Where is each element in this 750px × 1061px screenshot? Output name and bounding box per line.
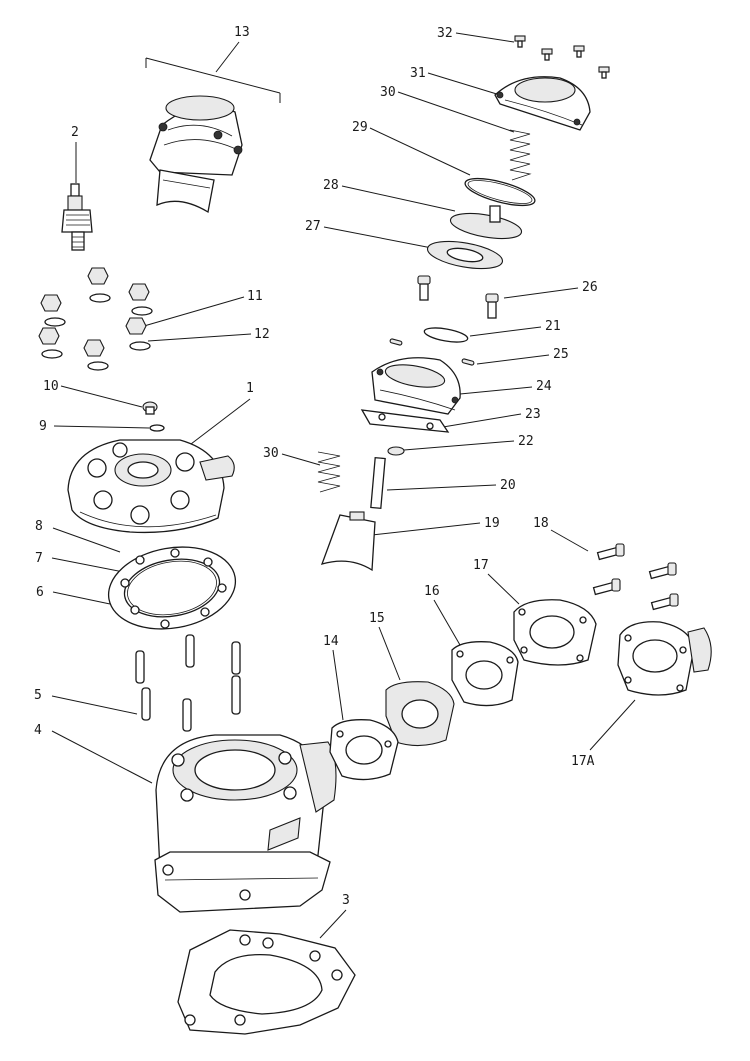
callout-24: 24 [536,379,552,394]
part-17-intake-manifold [513,599,597,666]
callout-26: 26 [582,280,598,295]
callout-9: 9 [39,419,47,434]
callout-29: 29 [352,120,368,135]
part-1-cylinder-head [67,439,235,534]
callout-labels: 13 2 32 31 30 29 28 27 26 11 12 21 25 24… [34,25,598,908]
part-11-12-nuts-washers [38,267,153,371]
callout-21: 21 [545,319,561,334]
callout-27: 27 [305,219,321,234]
part-18-bolts [592,543,679,611]
callout-31: 31 [410,66,426,81]
part-24-valve-housing [371,357,461,415]
callout-15: 15 [369,611,385,626]
callout-17a: 17A [571,754,595,769]
part-28-diaphragm [449,205,523,240]
part-23-gasket [360,409,450,433]
callout-12: 12 [254,327,270,342]
part-9-10-bolt-washer [142,401,165,432]
callout-18: 18 [533,516,549,531]
callout-2: 2 [71,125,79,140]
callout-30-upper: 30 [380,85,396,100]
callout-20: 20 [500,478,516,493]
callout-23: 23 [525,407,541,422]
callout-11: 11 [247,289,263,304]
callout-4: 4 [34,723,42,738]
callout-25: 25 [553,347,569,362]
part-26-bolts [417,275,499,319]
part-16-spacer [451,641,519,707]
callout-28: 28 [323,178,339,193]
part-14-gasket [329,719,399,781]
callout-6: 6 [36,585,44,600]
callout-1: 1 [246,381,254,396]
callout-10: 10 [43,379,59,394]
part-19-valve-blade [320,511,376,572]
part-6-7-8-gaskets [107,546,237,630]
callout-5: 5 [34,688,42,703]
callout-7: 7 [35,551,43,566]
part-15-reed-block [385,681,455,747]
callout-19: 19 [484,516,500,531]
part-27-membrane [426,240,504,270]
part-22-clip [387,446,405,456]
callout-16: 16 [424,584,440,599]
part-4-cylinder [154,734,337,913]
part-32-screws [514,35,610,79]
callout-22: 22 [518,434,534,449]
callout-32: 32 [437,26,453,41]
part-25-pins [389,338,475,366]
callout-13: 13 [234,25,250,40]
part-5-studs [135,634,241,732]
callout-30-lower: 30 [263,446,279,461]
part-17a-intake-manifold [617,621,712,696]
callout-14: 14 [323,634,339,649]
part-3-base-gasket [177,929,356,1035]
callout-8: 8 [35,519,43,534]
part-13-exhaust-valve-assembly [149,95,243,214]
part-21-o-ring [423,327,469,343]
part-31-valve-cover [494,76,591,131]
part-2-spark-plug [61,183,93,251]
part-29-o-ring [464,177,536,207]
callout-17: 17 [473,558,489,573]
callout-3: 3 [342,893,350,908]
part-30-springs [317,129,532,493]
part-20-valve-shaft [370,456,386,510]
